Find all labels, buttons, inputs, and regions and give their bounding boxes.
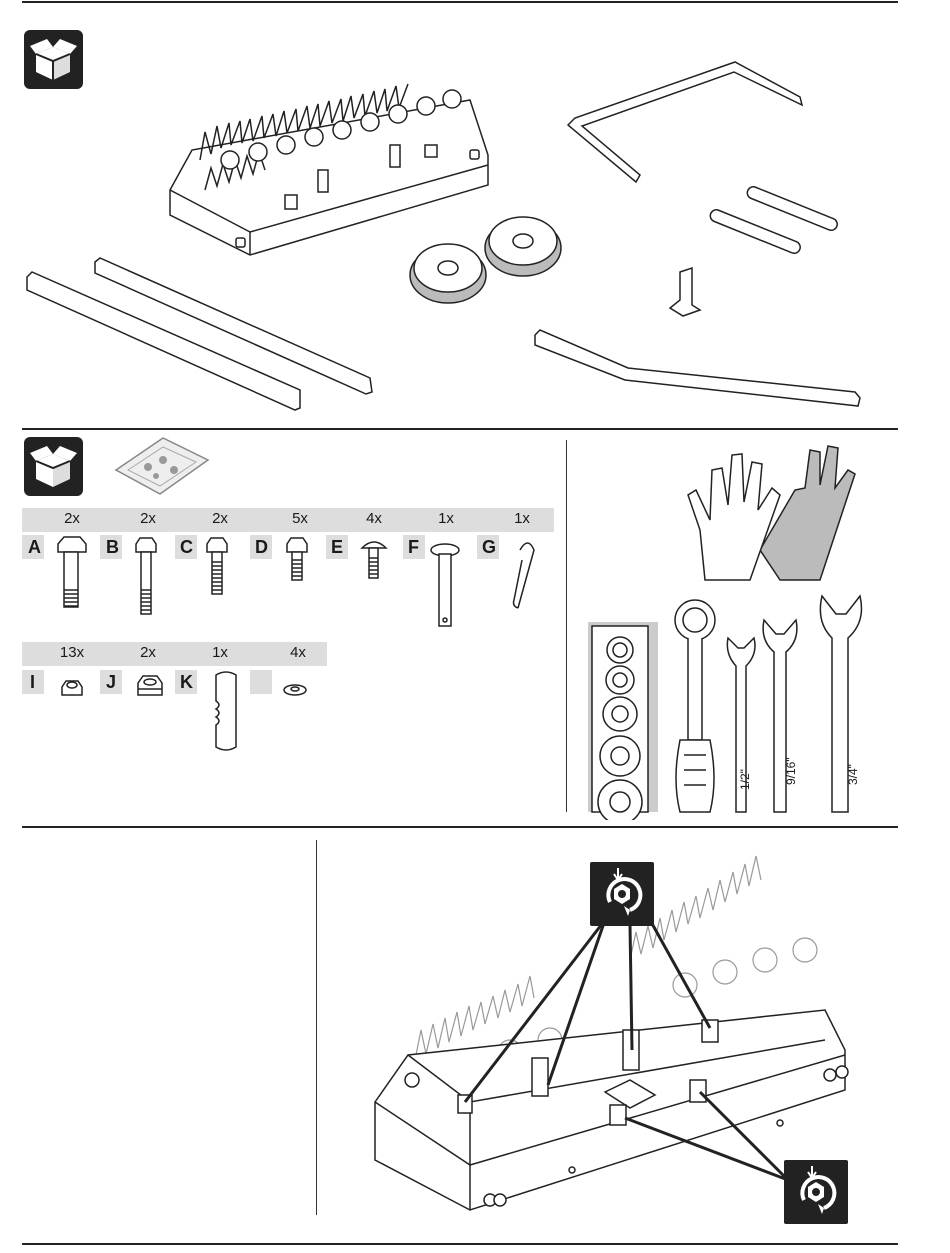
socket-set-icon bbox=[588, 622, 658, 820]
qty-j: 2x bbox=[128, 644, 168, 661]
qty-d: 5x bbox=[280, 510, 320, 527]
section-rule-2 bbox=[22, 826, 898, 828]
wrench-size-nine-sixteenths: 9/16" bbox=[784, 757, 798, 785]
tighten-nut-icon bbox=[784, 1160, 848, 1224]
aerator-frame bbox=[170, 84, 488, 255]
hardware-row1-parts bbox=[0, 530, 560, 640]
hardware-row2-parts bbox=[0, 665, 340, 760]
qty-washer: 4x bbox=[278, 644, 318, 661]
tighten-nut-icon bbox=[590, 862, 654, 926]
bottom-rule bbox=[22, 1243, 898, 1245]
qty-b: 2x bbox=[128, 510, 168, 527]
gloves-icon bbox=[688, 446, 855, 580]
section-rule-1 bbox=[22, 428, 898, 430]
hardware-bag-icon bbox=[108, 432, 213, 498]
u-handle bbox=[568, 62, 802, 182]
wrench-size-half: 1/2" bbox=[738, 769, 752, 790]
qty-i: 13x bbox=[52, 644, 92, 661]
qty-e: 4x bbox=[354, 510, 394, 527]
parts-illustration bbox=[0, 0, 950, 420]
qty-g: 1x bbox=[502, 510, 542, 527]
section-divider-tools bbox=[566, 440, 567, 812]
qty-k: 1x bbox=[200, 644, 240, 661]
wheels bbox=[410, 217, 561, 303]
section-divider-step bbox=[316, 840, 317, 1215]
long-straps bbox=[27, 258, 372, 410]
short-straps bbox=[709, 185, 840, 255]
l-bracket bbox=[670, 268, 700, 316]
wrench-size-three-quarters: 3/4" bbox=[846, 764, 860, 785]
open-box-icon bbox=[24, 437, 83, 496]
qty-f: 1x bbox=[426, 510, 466, 527]
ratchet-icon bbox=[675, 600, 715, 812]
tools-illustration bbox=[580, 440, 900, 820]
handle-bar bbox=[535, 330, 860, 406]
frame-body bbox=[375, 1010, 848, 1210]
qty-c: 2x bbox=[200, 510, 240, 527]
qty-a: 2x bbox=[52, 510, 92, 527]
